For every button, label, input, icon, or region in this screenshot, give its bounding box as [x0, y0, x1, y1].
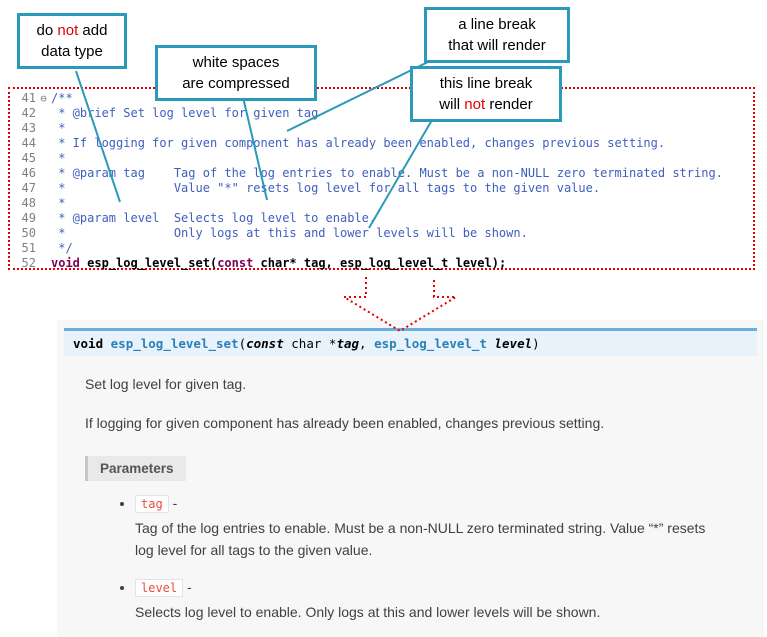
callout-break-render: a line break that will render	[424, 7, 570, 63]
fold-gutter	[36, 181, 51, 196]
code-text: * Only logs at this and lower levels wil…	[51, 226, 528, 240]
line-number: 51	[21, 241, 36, 255]
fold-collapse-icon[interactable]: ⊖	[40, 92, 47, 105]
code-line: 49 * @param level Selects log level to e…	[10, 211, 753, 226]
function-signature[interactable]: void esp_log_level_set(const char *tag, …	[64, 328, 757, 356]
code-text: */	[51, 241, 73, 255]
code-text: *	[51, 151, 66, 165]
fold-gutter	[36, 241, 51, 256]
line-number: 46	[21, 166, 36, 180]
param-head: tag -	[135, 495, 764, 513]
code-text: * @param level Selects log level to enab…	[51, 211, 377, 225]
line-number: 49	[21, 211, 36, 225]
fold-gutter	[36, 136, 51, 151]
param-item: level - Selects log level to enable. Onl…	[135, 579, 764, 624]
fold-gutter	[36, 211, 51, 226]
callout-line: this line break	[439, 75, 533, 92]
line-number: 43	[21, 121, 36, 135]
callout-no-datatype: do not add data type	[17, 13, 127, 69]
fold-gutter	[36, 106, 51, 121]
code-line: 48 *	[10, 196, 753, 211]
fold-gutter	[36, 226, 51, 241]
line-number: 47	[21, 181, 36, 195]
brief-paragraph: Set log level for given tag.	[85, 376, 247, 392]
fold-gutter	[36, 166, 51, 181]
code-text: * If logging for given component has alr…	[51, 136, 666, 150]
code-line: 44 * If logging for given component has …	[10, 136, 753, 151]
fold-gutter	[36, 196, 51, 211]
param-head: level -	[135, 579, 764, 598]
rendered-doc-panel: void esp_log_level_set(const char *tag, …	[57, 320, 764, 637]
parameters-label: Parameters	[85, 456, 186, 481]
code-text: * Value "*" resets log level for all tag…	[51, 181, 601, 195]
fold-gutter	[36, 121, 51, 136]
param-item: tag - Tag of the log entries to enable. …	[135, 495, 764, 561]
code-text: /**	[51, 91, 73, 105]
callout-line: a line break	[458, 16, 536, 33]
fold-gutter	[36, 256, 51, 271]
param-name-chip: level	[135, 579, 184, 598]
line-number: 41	[21, 91, 36, 105]
fold-gutter	[36, 151, 51, 166]
line-number: 52	[21, 256, 36, 270]
code-text: * @brief Set log level for given tag	[51, 106, 319, 120]
code-line: 47 * Value "*" resets log level for all …	[10, 181, 753, 196]
code-editor-block: 41⊖/**42 * @brief Set log level for give…	[8, 87, 755, 270]
code-text: *	[51, 121, 66, 135]
callout-line: that will render	[448, 37, 546, 54]
param-description: Selects log level to enable. Only logs a…	[135, 604, 601, 621]
line-number: 45	[21, 151, 36, 165]
code-line: 51 */	[10, 241, 753, 256]
code-line: 52 void esp_log_level_set(const char* tag…	[10, 256, 753, 271]
callout-whitespace: white spaces are compressed	[155, 45, 317, 101]
callout-line: will not render	[439, 96, 533, 113]
code-line: 42 * @brief Set log level for given tag	[10, 106, 753, 121]
line-number: 44	[21, 136, 36, 150]
callout-break-norender: this line break will not render	[410, 66, 562, 122]
line-number: 42	[21, 106, 36, 120]
code-line: 41 ⊖ /**	[10, 91, 753, 106]
param-name-chip: tag	[135, 495, 169, 513]
param-description: Tag of the log entries to enable. Must b…	[135, 520, 706, 558]
code-text: void esp_log_level_set(const char* tag, …	[51, 256, 507, 270]
code-line: 43 *	[10, 121, 753, 136]
detail-paragraph: If logging for given component has alrea…	[85, 415, 605, 431]
callout-line: white spaces	[192, 54, 280, 71]
code-line: 50 * Only logs at this and lower levels …	[10, 226, 753, 241]
code-line: 46 * @param tag Tag of the log entries t…	[10, 166, 753, 181]
line-number: 48	[21, 196, 36, 210]
code-text: *	[51, 196, 66, 210]
callout-line: data type	[41, 43, 103, 60]
callout-line: are compressed	[182, 75, 290, 92]
callout-line: do not add	[36, 22, 108, 39]
code-line: 45 *	[10, 151, 753, 166]
param-list: tag - Tag of the log entries to enable. …	[57, 495, 764, 624]
code-lines: 41⊖/**42 * @brief Set log level for give…	[10, 91, 753, 271]
line-number: 50	[21, 226, 36, 240]
code-text: * @param tag Tag of the log entries to e…	[51, 166, 723, 180]
